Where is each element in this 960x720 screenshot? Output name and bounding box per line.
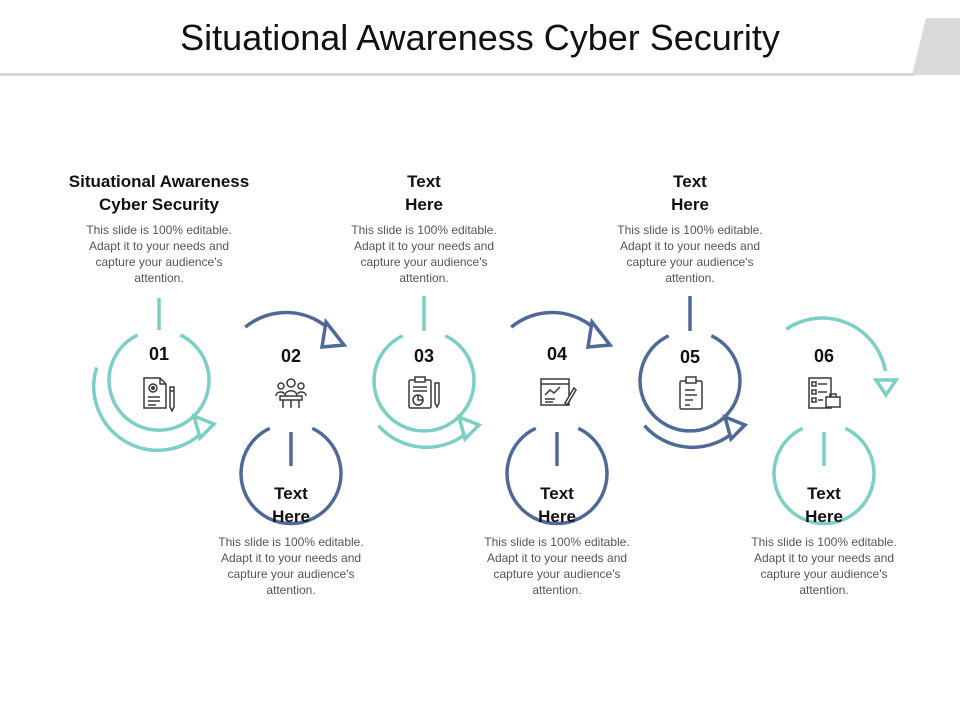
step-03-ring bbox=[372, 296, 483, 450]
clipboard-chart-icon bbox=[408, 376, 440, 409]
step-06-heading-line1: Text bbox=[807, 484, 841, 503]
corner-accent bbox=[912, 18, 960, 75]
step-01-body: This slide is 100% editable. Adapt it to… bbox=[86, 223, 232, 285]
step-01-ring bbox=[92, 298, 218, 452]
step-03-heading-line1: Text bbox=[407, 172, 441, 191]
step-03-body: This slide is 100% editable. Adapt it to… bbox=[351, 223, 497, 285]
team-meeting-icon bbox=[275, 378, 307, 408]
checklist-briefcase-icon bbox=[808, 377, 841, 409]
step-06-ring bbox=[772, 316, 900, 526]
step-04-body: This slide is 100% editable. Adapt it to… bbox=[484, 535, 630, 597]
step-number-02: 02 bbox=[280, 346, 302, 366]
step-number-01: 01 bbox=[148, 344, 170, 364]
step-number-06: 06 bbox=[813, 346, 835, 366]
step-02-heading-line2: Here bbox=[272, 507, 310, 526]
step-03-heading-line2: Here bbox=[405, 195, 443, 214]
document-gear-icon bbox=[143, 377, 175, 413]
step-04-heading-line1: Text bbox=[540, 484, 574, 503]
step-03-label: Text Here This slide is 100% editable. A… bbox=[339, 170, 509, 286]
report-pen-icon bbox=[540, 378, 577, 407]
step-04-heading-line2: Here bbox=[538, 507, 576, 526]
step-06-body: This slide is 100% editable. Adapt it to… bbox=[751, 535, 897, 597]
step-02-label: Text Here This slide is 100% editable. A… bbox=[206, 482, 376, 598]
clipboard-list-icon bbox=[679, 376, 703, 410]
step-06-heading-line2: Here bbox=[805, 507, 843, 526]
step-05-body: This slide is 100% editable. Adapt it to… bbox=[617, 223, 763, 285]
step-01-label: Situational Awareness Cyber Security Thi… bbox=[59, 170, 259, 286]
step-04-label: Text Here This slide is 100% editable. A… bbox=[472, 482, 642, 598]
step-01-heading-line1: Situational Awareness bbox=[68, 172, 250, 191]
step-02-body: This slide is 100% editable. Adapt it to… bbox=[218, 535, 364, 597]
step-05-label: Text Here This slide is 100% editable. A… bbox=[605, 170, 775, 286]
step-05-heading-line1: Text bbox=[673, 172, 707, 191]
step-02-ring bbox=[239, 310, 348, 526]
step-02-heading-line1: Text bbox=[274, 484, 308, 503]
step-number-04: 04 bbox=[546, 344, 568, 364]
step-06-label: Text Here This slide is 100% editable. A… bbox=[739, 482, 909, 598]
step-05-heading-line2: Here bbox=[671, 195, 709, 214]
step-05-ring bbox=[638, 296, 749, 450]
step-01-heading-line2: Cyber Security bbox=[99, 195, 219, 214]
slide-title: Situational Awareness Cyber Security bbox=[180, 17, 780, 58]
step-04-ring bbox=[505, 310, 614, 526]
step-number-05: 05 bbox=[679, 347, 701, 367]
step-number-03: 03 bbox=[413, 346, 435, 366]
title-divider bbox=[0, 73, 915, 76]
